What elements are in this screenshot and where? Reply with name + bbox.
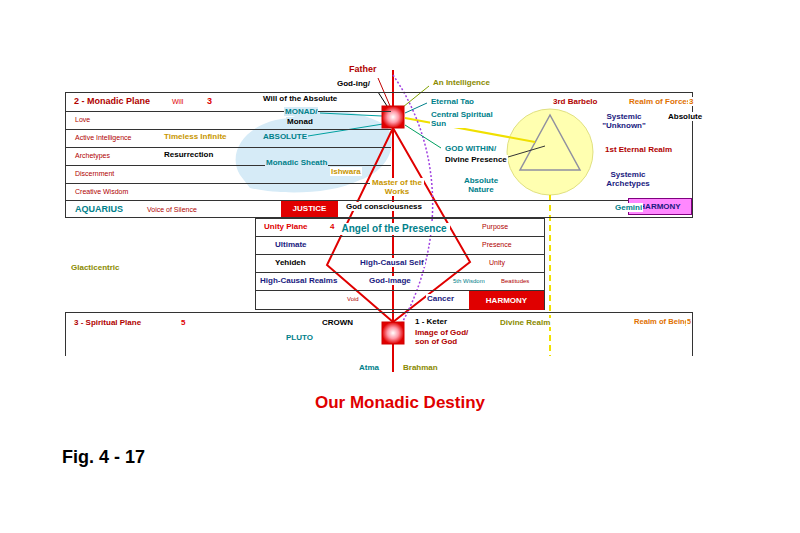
diagram-label: Atma: [358, 363, 380, 372]
plane-name: 2 - Monadic Plane: [73, 96, 151, 106]
yellow-dashed-line: [549, 195, 551, 356]
plane-number: 5: [686, 318, 692, 326]
attribute-text: Presence: [481, 241, 513, 249]
leader-line: [378, 92, 387, 106]
row-text: Ultimate: [274, 240, 308, 249]
diagram-label: Monad: [286, 117, 314, 126]
diagram-label: Will of the Absolute: [262, 94, 338, 103]
diagram-label: God-ing/: [336, 79, 371, 88]
diagram-label: ABSOLUTE: [262, 132, 308, 141]
glow-square: [382, 322, 404, 344]
harmony-box: HARMONY: [469, 291, 544, 310]
diagram-label: GOD WITHIN/: [444, 144, 497, 153]
glow-square: [382, 106, 404, 128]
plane-number: 3: [206, 96, 213, 106]
leader-line: [508, 146, 545, 157]
diagram-label: Eternal Tao: [430, 97, 475, 106]
unity-row: Yehideh High-Causal Self Unity: [256, 254, 544, 272]
leader-line: [405, 103, 427, 113]
attribute-text: Void: [346, 296, 360, 303]
ray-text: Discernment: [74, 170, 115, 178]
plane-name: Unity Plane: [263, 222, 309, 231]
realm-text: Realm of Being: [633, 318, 690, 327]
ray-row: Active Intelligence: [66, 129, 391, 147]
box-text: HARMONY: [638, 202, 681, 211]
attribute-text: Purpose: [481, 223, 509, 231]
row-text: High-Causal Self: [359, 258, 425, 267]
diagram-label: Systemic Archetypes: [594, 170, 662, 188]
diagram-label: MONAD/: [284, 107, 318, 116]
figure-caption: Fig. 4 - 17: [62, 447, 145, 468]
monadic-plane-panel: 2 - Monadic Plane Will 3LoveActive Intelli…: [65, 92, 693, 218]
ray-row: Archetypes: [66, 147, 391, 165]
leader-line: [320, 113, 382, 116]
attribute-text: Will: [171, 98, 184, 106]
diagram-label: Monadic Sheath: [265, 158, 328, 167]
barbelo-circle: [507, 109, 593, 195]
ray-text: Love: [74, 116, 91, 124]
diagram-label: Divine Presence: [444, 155, 508, 164]
row-text: CROWN: [321, 318, 354, 327]
diagram-label: Realm of Forces: [628, 97, 692, 106]
plane-name: 3 - Spiritual Plane: [73, 318, 142, 327]
diagram-label: Timeless Infinite: [163, 132, 228, 141]
diagram-label: God consciousness: [345, 202, 423, 211]
diagram-label: Glacticentric: [70, 263, 120, 272]
diagram-label: PLUTO: [285, 333, 314, 342]
diagram-label: Angel of the Presence: [338, 223, 450, 235]
diagram-label: Absolute Nature: [455, 176, 507, 194]
ray-text: Archetypes: [74, 152, 111, 160]
diagram-label: 3: [688, 97, 694, 106]
row-text: God-image: [368, 276, 412, 285]
ray-row: Love: [66, 111, 391, 129]
diagram-label: Resurrection: [163, 150, 214, 159]
justice-box: JUSTICE: [281, 201, 338, 217]
sign-text: AQUARIUS: [74, 204, 124, 214]
plane-number: 5: [180, 318, 186, 327]
unity-row: Void Cancer HARMONY: [256, 290, 544, 309]
diagram-label: Image of God/ son of God: [414, 328, 480, 346]
attribute-text: 5th Wisdom: [452, 278, 486, 285]
unity-row: Ultimate Presence: [256, 236, 544, 254]
unity-row: High-Causal Realms God-image 5th Wisdom Bea…: [256, 272, 544, 290]
diagram-label: Master of the Works: [370, 178, 424, 196]
leader-line: [405, 125, 441, 148]
sign-text: Cancer: [426, 294, 455, 303]
ray-row: Creative Wisdom: [66, 183, 391, 201]
box-text: HARMONY: [485, 296, 528, 305]
attribute-text: Voice of Silence: [146, 206, 198, 214]
diagram-label: 1st Eternal Realm: [604, 145, 673, 154]
diagram-title: Our Monadic Destiny: [0, 393, 800, 413]
diagram-label: Ishwara: [330, 167, 362, 176]
diagram-label: Systemic "Unknown": [592, 112, 656, 130]
box-text: JUSTICE: [292, 204, 328, 213]
diagram-label: An Intelligence: [432, 78, 491, 87]
realm-text: Divine Realm: [499, 318, 551, 327]
diagram-label: Father: [348, 64, 378, 74]
diagram-label: 1 - Keter: [414, 317, 448, 326]
attribute-text: Unity: [488, 259, 506, 267]
row-text: Yehideh: [274, 258, 307, 267]
diagram-label: 3rd Barbelo: [552, 97, 598, 106]
diagram-label: Gemini: [614, 203, 643, 212]
barbelo-triangle: [520, 115, 580, 170]
attribute-text: Beatitudes: [500, 278, 530, 285]
leader-line: [308, 124, 383, 136]
ray-text: Active Intelligence: [74, 134, 132, 142]
diagram-label: Central Spiritual Sun: [430, 110, 504, 128]
diagram-label: Absolute: [667, 112, 703, 121]
diagram-label: Brahman: [402, 363, 439, 372]
ray-text: Creative Wisdom: [74, 188, 129, 196]
spiritual-plane-panel: 3 - Spiritual Plane 5 CROWN Divine Realm Rea…: [65, 312, 693, 356]
row-text: High-Causal Realms: [259, 276, 338, 285]
plane-number: 4: [329, 222, 335, 231]
